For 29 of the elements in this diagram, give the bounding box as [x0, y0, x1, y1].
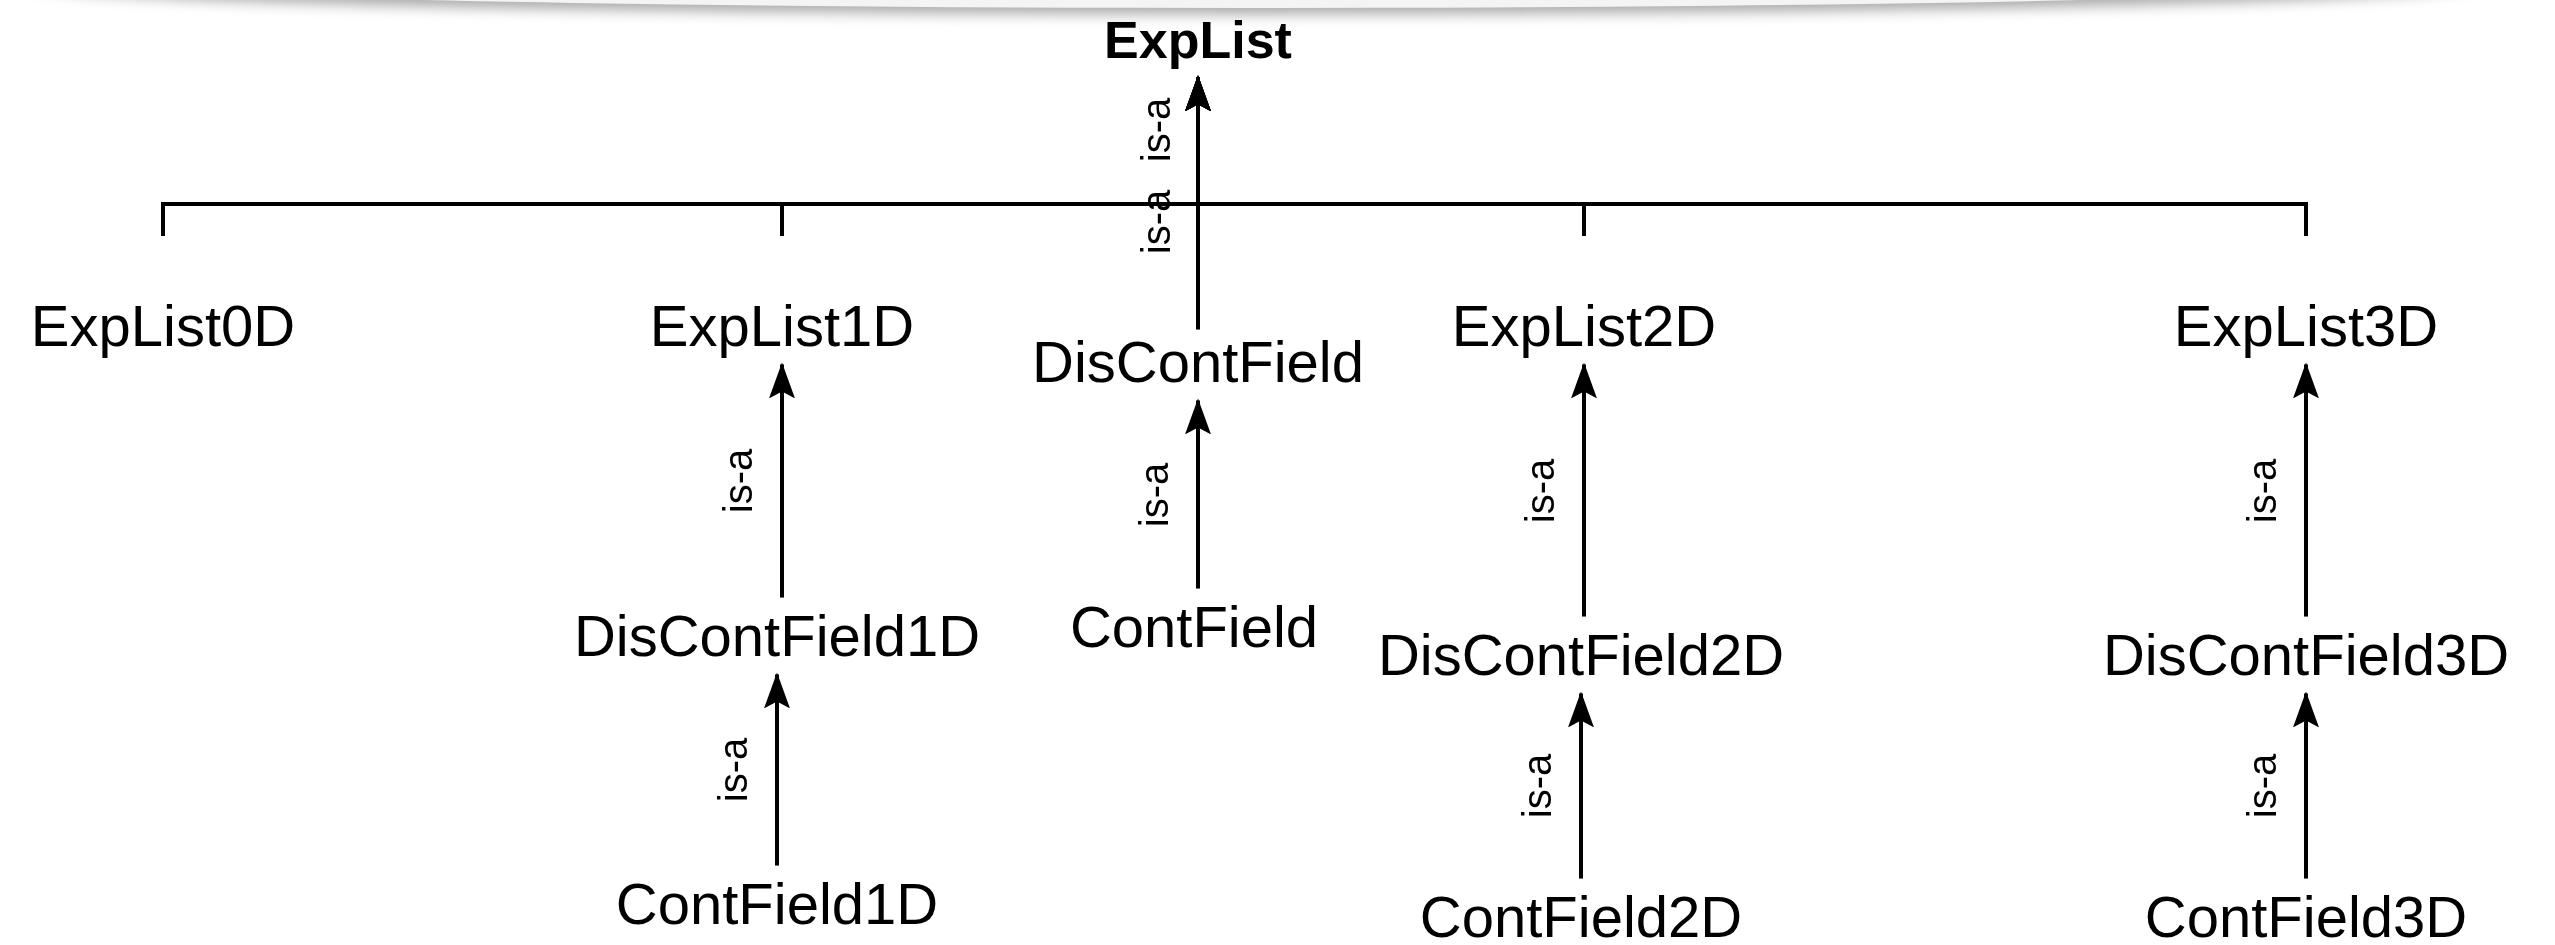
- edge-label: is-a: [2242, 458, 2282, 523]
- edge-label: is-a: [713, 737, 753, 803]
- arrow: [1185, 75, 2308, 236]
- class-name: ExpList: [1104, 12, 1292, 68]
- edge-label: is-a: [1136, 97, 1176, 163]
- arrow: [2293, 362, 2319, 617]
- edge-label: is-a: [2242, 753, 2282, 819]
- class-name: DisContField3D: [2102, 624, 2510, 686]
- edge-label: is-a: [1520, 458, 1560, 523]
- arrow: [1568, 691, 1594, 879]
- class-name: ExpList2D: [1451, 295, 1717, 357]
- class-name: ContField2D: [1419, 886, 1743, 945]
- class-name: ContField3D: [2144, 886, 2468, 945]
- arrow: [2293, 691, 2319, 879]
- arrow: [769, 362, 795, 598]
- class-name: DisContField: [1032, 331, 1364, 393]
- class-name: ContField1D: [615, 873, 939, 935]
- arrow: [1571, 362, 1597, 617]
- arrow: [1185, 398, 1211, 589]
- class-name: ExpList3D: [2173, 295, 2439, 357]
- class-name: ExpList1D: [649, 295, 915, 357]
- class-name: DisContField2D: [1377, 624, 1785, 686]
- edge-label: is-a: [1134, 462, 1174, 527]
- class-name: ContField: [1069, 596, 1319, 658]
- class-name: ExpList0D: [30, 295, 296, 357]
- edge-label: is-a: [718, 448, 758, 514]
- edge-label: is-a: [1517, 753, 1557, 819]
- arrow: [764, 672, 790, 866]
- class-name: DisContField1D: [573, 605, 981, 667]
